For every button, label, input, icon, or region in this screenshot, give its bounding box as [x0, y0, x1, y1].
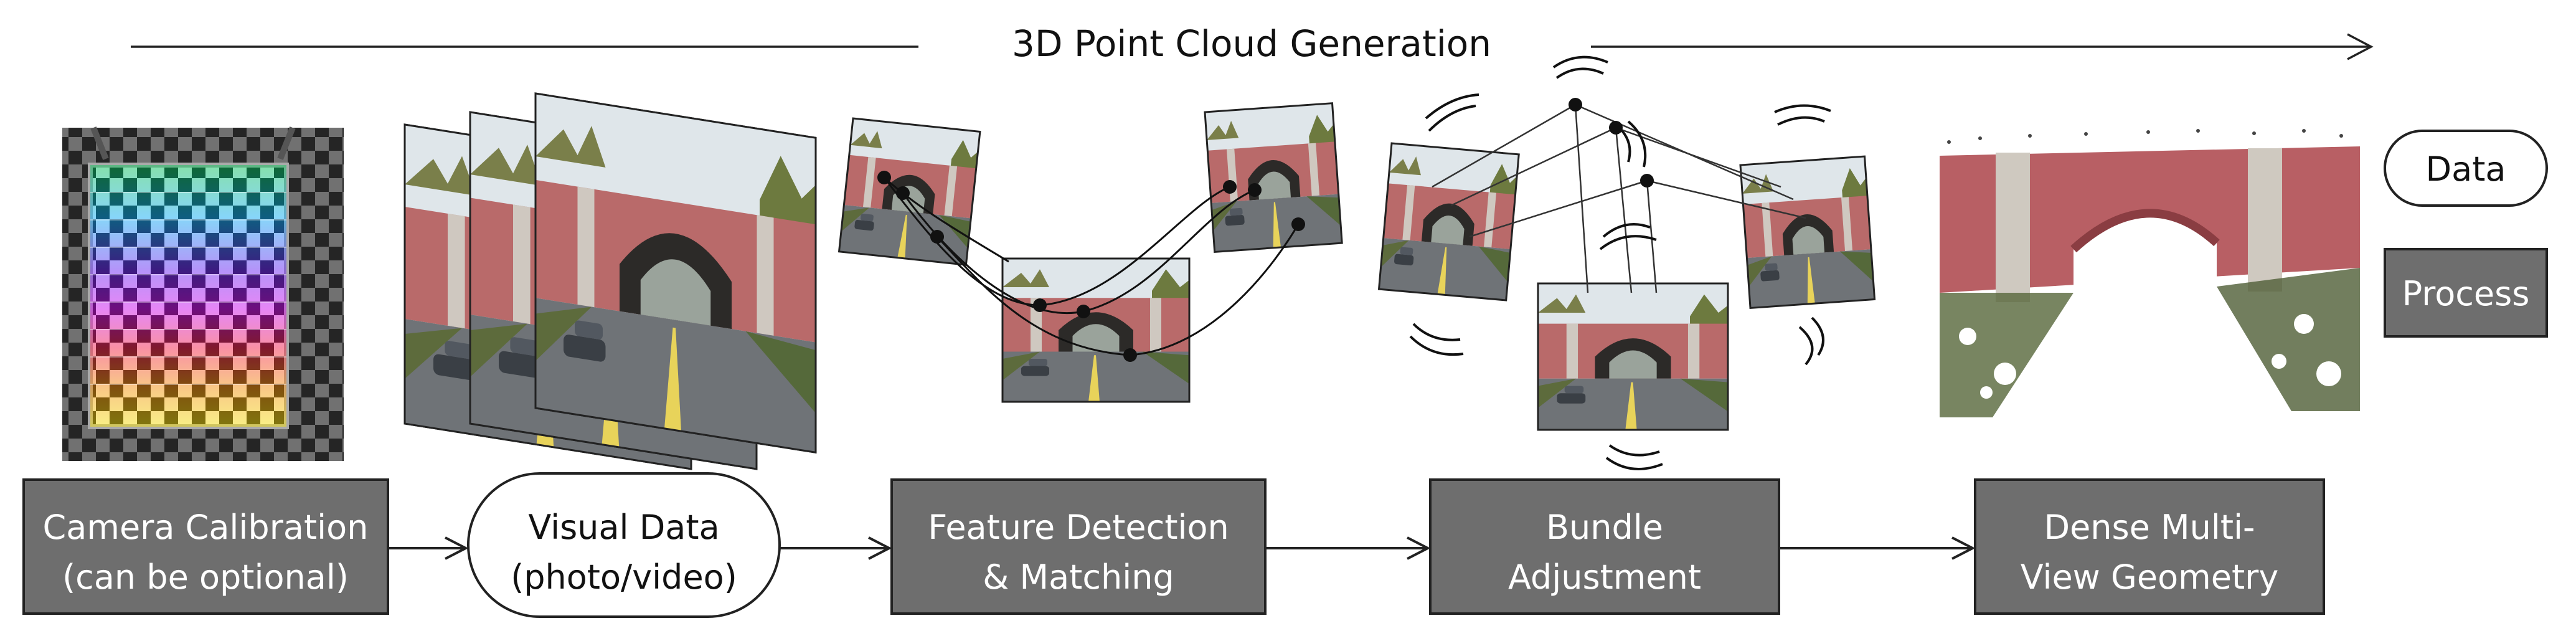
- legend-data-shape: [2384, 130, 2548, 207]
- legend: Data Process: [2384, 130, 2548, 338]
- step-camera-calibration-line2: (can be optional): [62, 558, 349, 597]
- step-visual-data-line2: (photo/video): [511, 558, 737, 597]
- step-camera-calibration: Camera Calibration (can be optional): [22, 478, 389, 615]
- feature-matching-image: [837, 102, 1343, 403]
- legend-process-label: Process: [2402, 274, 2530, 313]
- legend-process-shape: [2384, 248, 2548, 338]
- bundle-adjustment-image: [1377, 55, 1876, 470]
- step-bundle-adjustment-line1: Bundle: [1546, 508, 1663, 547]
- step-visual-data: Visual Data (photo/video): [467, 472, 781, 618]
- step-feature-detection: Feature Detection & Matching: [890, 478, 1267, 615]
- step-camera-calibration-line1: Camera Calibration: [43, 508, 369, 547]
- step-dense-multiview-geometry-line2: View Geometry: [2021, 558, 2279, 597]
- step-bundle-adjustment-line2: Adjustment: [1508, 558, 1701, 597]
- header-title: 3D Point Cloud Generation: [1012, 22, 1491, 65]
- calibration-image: [62, 126, 344, 461]
- legend-data-label: Data: [2426, 150, 2506, 189]
- step-dense-multiview-geometry: Dense Multi- View Geometry: [1974, 478, 2325, 615]
- step-feature-detection-line2: & Matching: [983, 558, 1174, 597]
- header-arrowhead: [2347, 33, 2374, 60]
- step-visual-data-line1: Visual Data: [528, 508, 719, 547]
- step-bundle-adjustment: Bundle Adjustment: [1429, 478, 1780, 615]
- step-feature-detection-line1: Feature Detection: [928, 508, 1229, 547]
- visual-data-photo-stack: [403, 92, 817, 470]
- step-dense-multiview-geometry-line1: Dense Multi-: [2044, 508, 2255, 547]
- dense-point-cloud-image: [1937, 128, 2360, 417]
